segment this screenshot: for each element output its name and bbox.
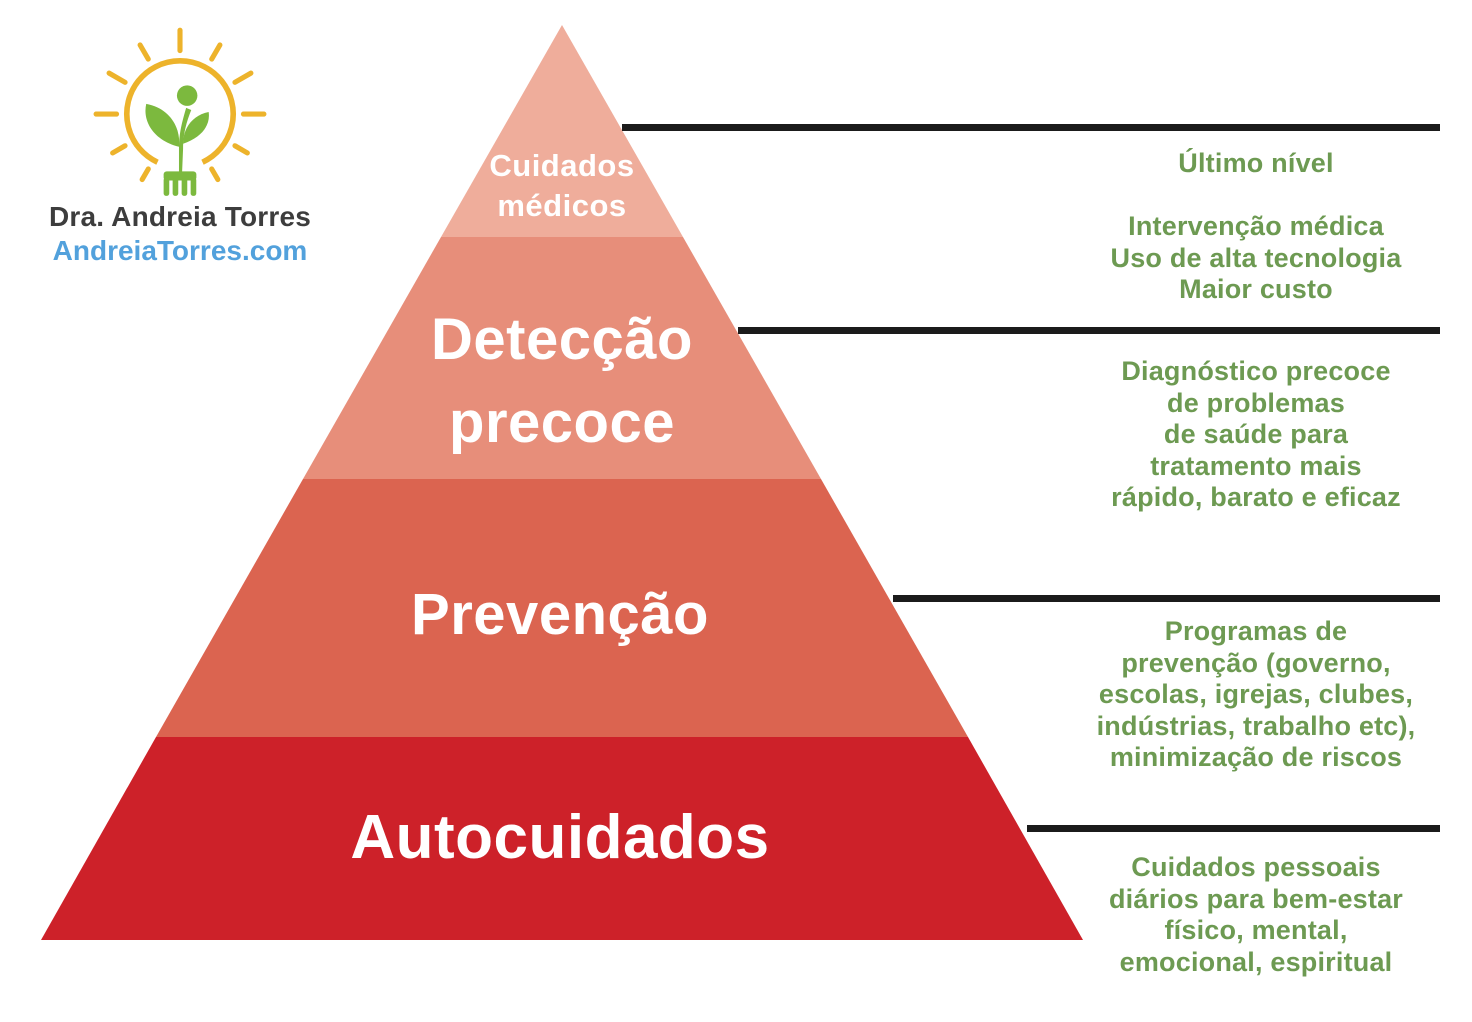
level-1-description: Último nível Intervenção médica Uso de a… bbox=[1110, 148, 1402, 304]
connector-line-level-3 bbox=[893, 595, 1440, 602]
level-4-label: Autocuidados bbox=[350, 803, 770, 872]
connector-line-level-4 bbox=[1027, 825, 1440, 832]
pyramid-level-1-shape bbox=[441, 25, 683, 237]
pyramid-level-2-shape bbox=[303, 237, 821, 479]
level-4-description: Cuidados pessoais diários para bem-estar… bbox=[1108, 852, 1404, 977]
brand-block: Dra. Andreia Torres AndreiaTorres.com bbox=[40, 24, 320, 268]
sun-rays-icon bbox=[93, 27, 267, 183]
level-3-label: Prevenção bbox=[411, 582, 709, 647]
connector-line-level-2 bbox=[738, 327, 1440, 334]
level-3-description: Programas de prevenção (governo, escolas… bbox=[1096, 616, 1416, 772]
connector-line-level-1 bbox=[622, 124, 1440, 131]
plant-fork-icon bbox=[145, 85, 209, 196]
pyramid-level-4-shape bbox=[41, 737, 1083, 940]
brand-name: Dra. Andreia Torres bbox=[48, 201, 312, 232]
brand-website-link[interactable]: AndreiaTorres.com bbox=[52, 235, 308, 266]
sun-circle-icon bbox=[123, 58, 237, 165]
pyramid-level-3-shape bbox=[156, 479, 968, 737]
level-1-label: Cuidados médicos bbox=[489, 148, 635, 223]
sun-plant-fork-logo-icon bbox=[93, 27, 267, 196]
level-2-description: Diagnóstico precoce de problemas de saúd… bbox=[1111, 356, 1401, 512]
level-2-label: Detecção precoce bbox=[431, 307, 693, 455]
